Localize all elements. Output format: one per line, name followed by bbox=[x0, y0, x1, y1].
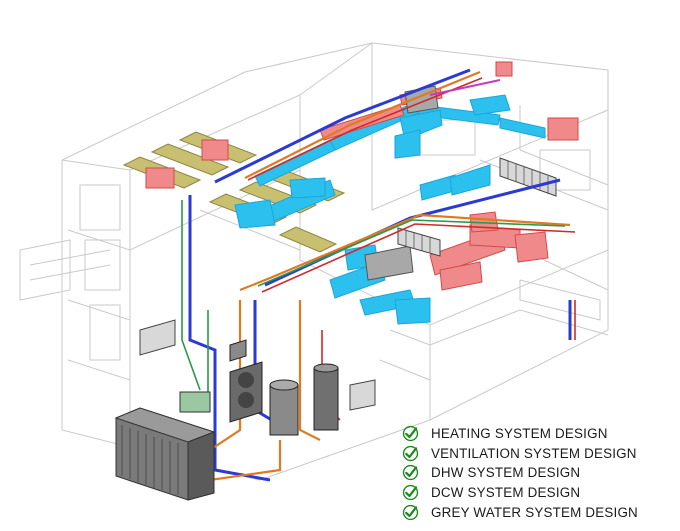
grey-water-pipes bbox=[181, 200, 566, 395]
legend-item-grey-water: GREY WATER SYSTEM DESIGN bbox=[402, 502, 678, 522]
legend-item-heating: HEATING SYSTEM DESIGN bbox=[402, 424, 678, 444]
check-circle-icon bbox=[402, 504, 419, 520]
legend-item-dhw: DHW SYSTEM DESIGN bbox=[402, 463, 678, 483]
check-circle-icon bbox=[402, 426, 419, 442]
magenta-pipes bbox=[429, 79, 501, 96]
hot-water-cylinder bbox=[269, 379, 299, 436]
radiators bbox=[139, 157, 557, 411]
check-circle-icon bbox=[402, 445, 419, 462]
legend-label: DCW SYSTEM DESIGN bbox=[431, 485, 581, 501]
legend-label: VENTILATION SYSTEM DESIGN bbox=[431, 445, 637, 461]
legend-item-dcw: DCW SYSTEM DESIGN bbox=[402, 483, 678, 503]
check-circle-icon bbox=[402, 465, 419, 481]
system-design-legend: HEATING SYSTEM DESIGN VENTILATION SYSTEM… bbox=[402, 424, 678, 522]
legend-label: GREY WATER SYSTEM DESIGN bbox=[431, 504, 638, 520]
radiator-fins bbox=[405, 161, 549, 253]
check-circle-icon bbox=[402, 484, 419, 501]
outdoor-unit bbox=[114, 407, 216, 501]
ventilation-extract-ducts bbox=[145, 61, 579, 291]
legend-label: HEATING SYSTEM DESIGN bbox=[431, 426, 608, 442]
buffer-tank bbox=[313, 363, 339, 431]
legend-item-ventilation: VENTILATION SYSTEM DESIGN bbox=[402, 444, 678, 464]
outdoor-unit-louvres bbox=[121, 425, 179, 495]
ventilation-supply-ducts bbox=[234, 94, 546, 325]
manifold bbox=[179, 391, 211, 413]
control-panel bbox=[229, 339, 247, 362]
legend-label: DHW SYSTEM DESIGN bbox=[431, 465, 581, 481]
heat-pump bbox=[229, 361, 263, 423]
